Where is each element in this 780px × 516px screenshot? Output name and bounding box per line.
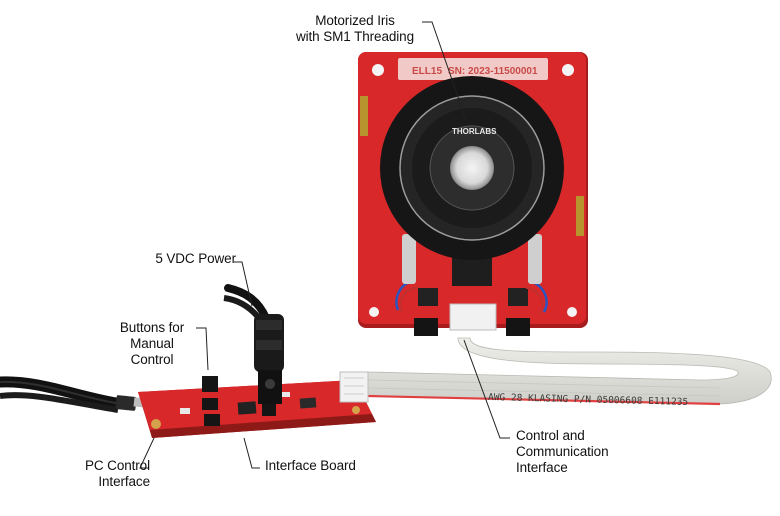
button-3 [204, 414, 220, 426]
label-interface-board: Interface Board [265, 458, 356, 473]
label-motorized-iris: Motorized Iris with SM1 Threading [295, 13, 414, 44]
model-label: ELL15 [412, 66, 442, 77]
interface-board [138, 371, 376, 438]
ribbon-cable: AWG 28 KLASING P/N 05006608 E111235 [367, 337, 772, 408]
label-power: 5 VDC Power [155, 251, 236, 266]
iris-board: ELL15 SN: 2023-11500001 [358, 52, 588, 336]
button-2 [202, 398, 218, 410]
power-jack [254, 314, 284, 404]
label-manual-buttons: Buttons for Manual Control [119, 320, 185, 367]
leader-lines [139, 21, 510, 469]
label-pc-control-interface: PC Control Interface [84, 458, 150, 489]
brand-label: THORLABS [452, 127, 497, 136]
button-1 [202, 376, 218, 392]
usb-cable [0, 376, 147, 413]
cable-print: AWG 28 KLASING P/N 05006608 E111235 [488, 392, 688, 408]
serial-label: SN: 2023-11500001 [448, 66, 538, 77]
label-control-communication: Control and Communication Interface [516, 428, 609, 475]
